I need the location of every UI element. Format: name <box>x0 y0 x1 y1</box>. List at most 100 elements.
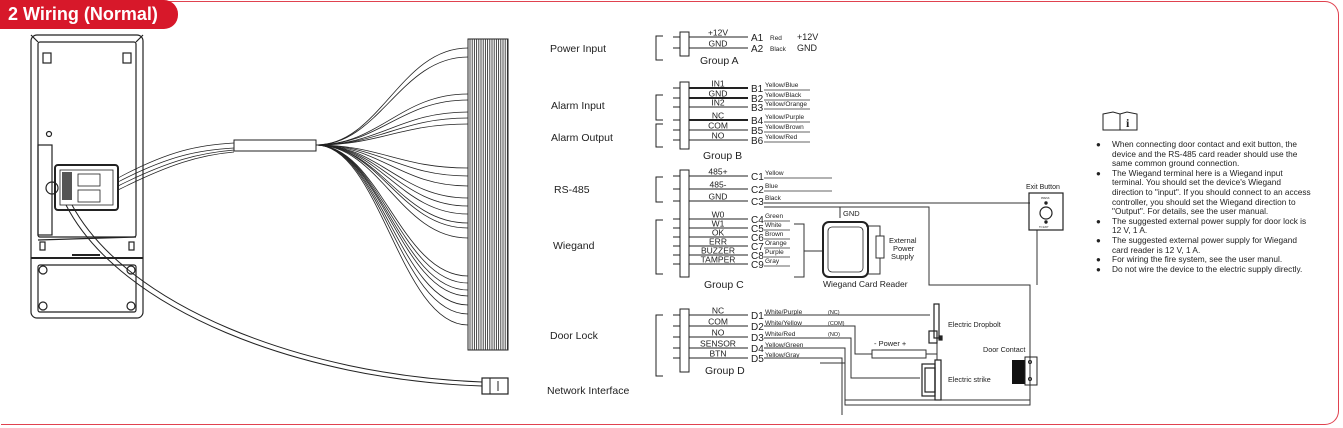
group-b-label: Group B <box>703 150 742 162</box>
ext-power-line-1: External <box>889 236 917 245</box>
terminal-pin: B4 <box>751 116 764 127</box>
ext-power-line-2: Power <box>893 244 915 253</box>
wire-color: White/Purple <box>765 309 803 316</box>
label-wiegand: Wiegand <box>553 240 595 252</box>
wiegand-card-reader <box>822 221 869 278</box>
label-alarm-output: Alarm Output <box>551 132 613 144</box>
fan-wire <box>315 99 469 146</box>
wire-color: Yellow/Orange <box>765 101 807 108</box>
label-door-lock: Door Lock <box>550 330 599 342</box>
fan-wires <box>315 47 469 326</box>
terminal-pin: C4 <box>751 215 764 226</box>
exit-bottom-label: TO EXIT <box>1039 226 1049 229</box>
strike-label: Electric strike <box>948 375 991 384</box>
terminal-pin: B6 <box>751 136 764 147</box>
wire-target: GND <box>797 43 818 53</box>
wire-color: Brown <box>765 231 784 238</box>
exit-button-label: Exit Button <box>1026 184 1060 191</box>
wire-color: White/Yellow <box>765 320 802 327</box>
terminal-signal: NC <box>712 306 724 316</box>
note-item: Do not wire the device to the electric s… <box>1096 264 1311 275</box>
terminal-pin: D3 <box>751 333 764 344</box>
terminal-pin: C2 <box>751 185 764 196</box>
label-power-input: Power Input <box>550 43 606 55</box>
fan-wire <box>315 144 469 306</box>
wire-color: Gray <box>765 258 780 265</box>
note-item: The Wiegand terminal here is a Wiegand i… <box>1096 168 1311 217</box>
note-item: When connecting door contact and exit bu… <box>1096 139 1311 169</box>
terminal-pin: B5 <box>751 126 764 137</box>
terminal-signal: IN2 <box>711 98 725 108</box>
terminal-signal: W0 <box>712 210 725 220</box>
ext-power-line-3: Supply <box>891 252 914 261</box>
fan-wire <box>315 111 469 146</box>
wire-color: White/Red <box>765 331 796 338</box>
label-network-interface: Network Interface <box>547 385 629 397</box>
terminal-pin: A1 <box>751 33 764 44</box>
fan-wire <box>315 56 469 146</box>
terminal-pin: D4 <box>751 344 764 355</box>
terminal-pin: C6 <box>751 233 764 244</box>
terminal-pin: B3 <box>751 103 764 114</box>
label-rs485: RS-485 <box>554 184 590 196</box>
terminal-signal: GND <box>709 192 728 202</box>
fan-wire <box>315 144 469 277</box>
notes-list: When connecting door contact and exit bu… <box>1096 139 1311 275</box>
terminal-pin: D2 <box>751 322 764 333</box>
wire-terminal-block <box>467 38 509 351</box>
wire-color: Black <box>770 46 787 53</box>
wire-color: Yellow/Purple <box>765 114 805 121</box>
note-item: The suggested external power supply for … <box>1096 235 1311 255</box>
wire-note: (NC) <box>828 310 840 316</box>
gnd-label: GND <box>843 209 860 218</box>
exit-press-label: PRESS <box>1041 197 1050 200</box>
terminal-pin: C5 <box>751 224 764 235</box>
svg-text:i: i <box>1126 116 1130 130</box>
terminal-signal: +12V <box>708 28 728 38</box>
info-book-icon: i <box>1102 111 1138 131</box>
wire-color: White <box>765 222 782 229</box>
wire-color: Yellow/Brown <box>765 124 804 131</box>
terminal-pin: B1 <box>751 84 764 95</box>
device-illustration <box>30 34 144 319</box>
terminal-signal: W1 <box>712 219 725 229</box>
terminal-signal: GND <box>709 39 728 49</box>
terminal-pin: C3 <box>751 197 764 208</box>
terminal-pin: D5 <box>751 354 764 365</box>
note-item: The suggested external power supply for … <box>1096 216 1311 236</box>
wire-color: Orange <box>765 240 787 247</box>
note-item: For wiring the fire system, see the user… <box>1096 255 1311 265</box>
terminal-signal: NO <box>712 328 725 338</box>
fan-wire <box>315 144 469 326</box>
label-alarm-input: Alarm Input <box>551 100 605 112</box>
group-brackets <box>655 31 690 377</box>
external-wiring <box>764 202 1038 415</box>
exit-button <box>1028 192 1064 231</box>
wire-color: Yellow/Red <box>765 134 798 141</box>
electric-dropbolt <box>928 303 943 344</box>
section-title: 2 Wiring (Normal) <box>0 0 178 29</box>
terminal-pin: C1 <box>751 172 764 183</box>
wire-note: (COM) <box>828 321 845 327</box>
fan-wire <box>315 144 469 315</box>
terminal-signal: COM <box>708 317 728 327</box>
fan-wire <box>315 123 469 146</box>
terminal-pin: C7 <box>751 242 764 253</box>
power-label: - Power + <box>874 339 907 348</box>
door-contact-label: Door Contact <box>983 345 1025 354</box>
terminal-pin: C9 <box>751 260 764 271</box>
